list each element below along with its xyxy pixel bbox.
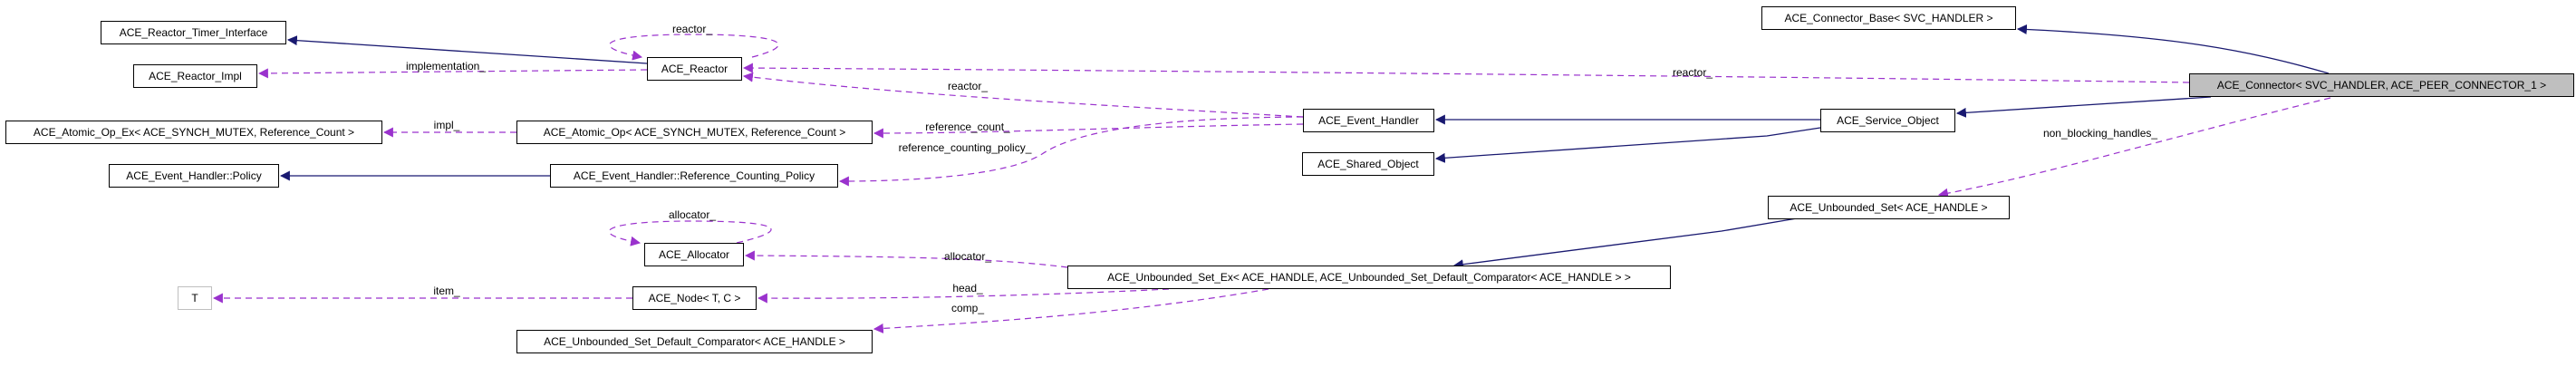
edge-non-blocking-handles [1937, 97, 2331, 198]
node-ace-allocator[interactable]: ACE_Allocator [644, 243, 744, 266]
edge-label-head: head_ [952, 282, 983, 295]
edge-label-non-blocking-handles: non_blocking_handles_ [2043, 127, 2157, 140]
node-ace-reactor[interactable]: ACE_Reactor [647, 57, 742, 81]
node-ace-event-handler[interactable]: ACE_Event_Handler [1303, 109, 1434, 132]
edge-eh-reactor [742, 72, 1304, 118]
edge-head [757, 288, 1170, 304]
node-ace-connector-base[interactable]: ACE_Connector_Base< SVC_HANDLER > [1761, 6, 2016, 30]
inherit-unbounded-set-ex [1452, 217, 1798, 270]
edge-reference-count [873, 123, 1304, 139]
edge-label-item: item_ [433, 285, 460, 297]
edge-label-reference-count: reference_count_ [925, 121, 1010, 133]
node-ace-shared-object[interactable]: ACE_Shared_Object [1302, 152, 1434, 176]
node-unbounded-set-default-comparator[interactable]: ACE_Unbounded_Set_Default_Comparator< AC… [516, 330, 873, 353]
node-reference-counting-policy[interactable]: ACE_Event_Handler::Reference_Counting_Po… [550, 164, 838, 188]
edge-label-comp: comp_ [951, 302, 984, 314]
edge-allocator-self [608, 220, 772, 246]
node-ace-atomic-op-ex[interactable]: ACE_Atomic_Op_Ex< ACE_SYNCH_MUTEX, Refer… [5, 121, 382, 144]
node-ace-connector-current: ACE_Connector< SVC_HANDLER, ACE_PEER_CON… [2189, 73, 2574, 97]
edge-label-allocator: allocator_ [944, 250, 991, 263]
edge-comp [873, 288, 1269, 333]
node-ace-node[interactable]: ACE_Node< T, C > [632, 286, 757, 310]
node-ace-atomic-op[interactable]: ACE_Atomic_Op< ACE_SYNCH_MUTEX, Referenc… [516, 121, 873, 144]
edge-label-implementation: implementation_ [406, 60, 486, 72]
node-ace-unbounded-set-ex[interactable]: ACE_Unbounded_Set_Ex< ACE_HANDLE, ACE_Un… [1067, 266, 1671, 289]
inherit-shared-object [1434, 127, 1821, 163]
node-ace-unbounded-set[interactable]: ACE_Unbounded_Set< ACE_HANDLE > [1768, 196, 2010, 219]
node-ace-reactor-timer-interface[interactable]: ACE_Reactor_Timer_Interface [101, 21, 286, 44]
inherit-connector-base [2016, 24, 2330, 74]
edge-label-eh-reactor: reactor_ [948, 80, 988, 92]
edge-label-connector-reactor: reactor_ [1673, 66, 1713, 79]
edge-label-reactor-self: reactor_ [672, 23, 712, 35]
edge-allocator [744, 250, 1068, 268]
edge-reactor-self [609, 34, 779, 61]
node-ace-service-object[interactable]: ACE_Service_Object [1820, 109, 1955, 132]
edge-label-allocator-self: allocator_ [669, 208, 716, 221]
node-t: T [178, 286, 212, 310]
edge-reference-counting-policy [838, 116, 1304, 187]
inherit-reactor-timer-interface [286, 35, 648, 64]
edge-label-reference-counting-policy: reference_counting_policy_ [899, 141, 1032, 154]
node-ace-event-handler-policy[interactable]: ACE_Event_Handler::Policy [109, 164, 279, 188]
node-ace-reactor-impl[interactable]: ACE_Reactor_Impl [133, 64, 257, 88]
inherit-service-object [1955, 96, 2212, 118]
edge-connector-reactor [742, 63, 2190, 83]
edge-label-impl: impl_ [434, 119, 460, 131]
